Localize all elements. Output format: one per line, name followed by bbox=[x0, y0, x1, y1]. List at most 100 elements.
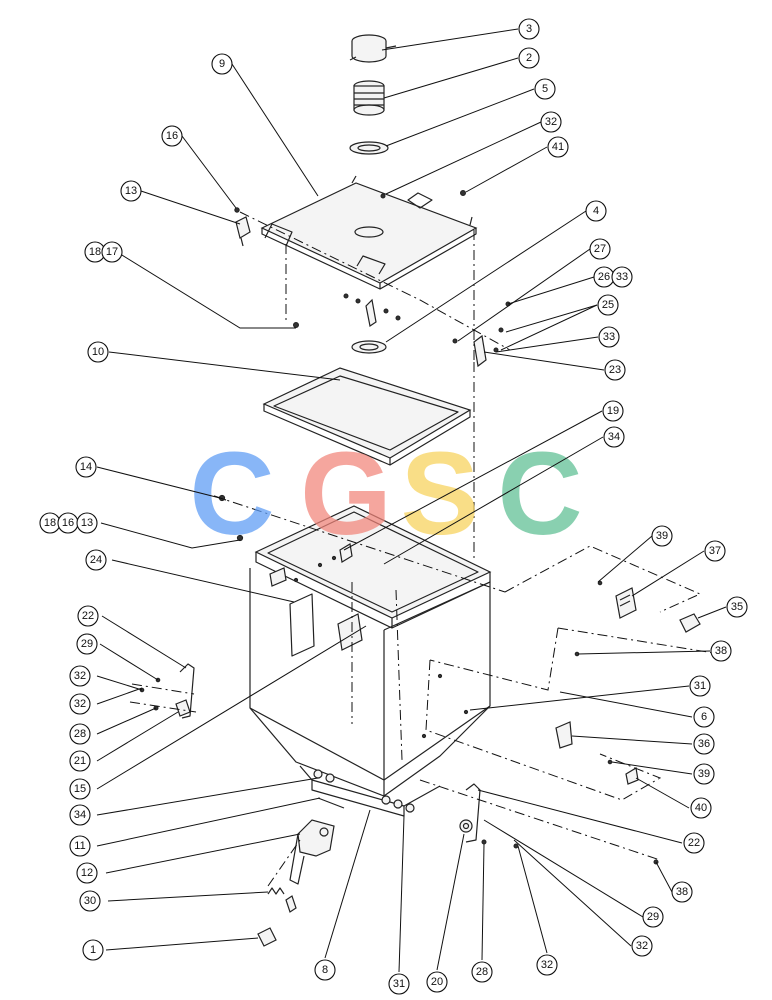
callout-number: 32 bbox=[74, 670, 86, 682]
callout-c40: 40 bbox=[690, 797, 712, 819]
callout-c1: 1 bbox=[82, 939, 104, 961]
part-30-spring bbox=[267, 887, 297, 913]
callout-c12: 12 bbox=[76, 862, 98, 884]
callout-c25: 25 bbox=[597, 294, 619, 316]
callout-circle bbox=[82, 939, 104, 961]
callout-c41: 41 bbox=[547, 136, 569, 158]
callout-circle bbox=[726, 596, 748, 618]
callout-number: 40 bbox=[695, 802, 707, 814]
callout-circle bbox=[77, 605, 99, 627]
callout-circle bbox=[589, 238, 611, 260]
callout-number: 32 bbox=[545, 116, 557, 128]
callout-number: 6 bbox=[701, 711, 707, 723]
callout-circle bbox=[651, 525, 673, 547]
callout-c13b: 13 bbox=[76, 512, 98, 534]
part-41-nut bbox=[460, 190, 466, 196]
callout-circle bbox=[69, 804, 91, 826]
callout-c32b: 32 bbox=[69, 665, 91, 687]
part-32-pin-top bbox=[380, 193, 386, 199]
callout-c31a: 31 bbox=[689, 675, 711, 697]
part-1-handle bbox=[257, 927, 277, 947]
callout-number: 3 bbox=[526, 23, 532, 35]
part-11-rod bbox=[317, 797, 345, 809]
callout-number: 11 bbox=[74, 840, 85, 852]
callout-number: 21 bbox=[74, 755, 86, 767]
assembly-lines bbox=[129, 211, 721, 887]
callout-number: 4 bbox=[593, 205, 599, 217]
callout-c18b: 18 bbox=[39, 512, 61, 534]
callout-circle bbox=[101, 241, 123, 263]
callout-number: 34 bbox=[608, 431, 620, 443]
part-4-ring bbox=[351, 340, 387, 354]
callout-c33b: 33 bbox=[598, 326, 620, 348]
callout-c6: 6 bbox=[693, 706, 715, 728]
callout-circle bbox=[602, 400, 624, 422]
callout-circle bbox=[547, 136, 569, 158]
callout-c35: 35 bbox=[726, 596, 748, 618]
callout-number: 32 bbox=[74, 698, 86, 710]
callout-circle bbox=[426, 971, 448, 993]
watermark-letter-3: S bbox=[401, 428, 480, 560]
part-19-bracket bbox=[339, 543, 353, 563]
callout-circle bbox=[76, 512, 98, 534]
callout-c22b: 22 bbox=[683, 832, 705, 854]
part-28-pin-right bbox=[481, 839, 487, 845]
callout-c32c: 32 bbox=[69, 693, 91, 715]
callout-number: 13 bbox=[81, 517, 93, 529]
callout-number: 9 bbox=[219, 58, 225, 70]
part-40-bracket bbox=[607, 759, 639, 785]
callout-c5: 5 bbox=[534, 78, 556, 100]
part-35-knob bbox=[679, 613, 701, 633]
callout-circle bbox=[603, 426, 625, 448]
callout-number: 23 bbox=[609, 364, 621, 376]
callout-c10: 10 bbox=[87, 341, 109, 363]
callout-circle bbox=[69, 778, 91, 800]
callout-number: 39 bbox=[656, 530, 668, 542]
callout-c22a: 22 bbox=[77, 605, 99, 627]
callout-number: 38 bbox=[715, 645, 727, 657]
callout-circle bbox=[689, 675, 711, 697]
callout-circle bbox=[161, 125, 183, 147]
callout-circle bbox=[693, 733, 715, 755]
callout-number: 5 bbox=[542, 83, 548, 95]
callout-circle bbox=[211, 53, 233, 75]
callout-number: 28 bbox=[476, 966, 488, 978]
callout-circle bbox=[704, 540, 726, 562]
callout-c23: 23 bbox=[604, 359, 626, 381]
part-17-washer-top bbox=[293, 322, 299, 328]
callout-circle bbox=[585, 200, 607, 222]
callout-c20: 20 bbox=[426, 971, 448, 993]
callout-number: 24 bbox=[90, 554, 102, 566]
leader-lines bbox=[96, 28, 727, 973]
callout-c33a: 33 bbox=[611, 266, 633, 288]
callout-circle bbox=[693, 763, 715, 785]
callout-c28a: 28 bbox=[69, 723, 91, 745]
callout-c4: 4 bbox=[585, 200, 607, 222]
callout-c2: 2 bbox=[518, 47, 540, 69]
watermark-letter-2: G bbox=[300, 428, 392, 560]
part-36-clip bbox=[555, 721, 573, 749]
callout-number: 10 bbox=[92, 346, 104, 358]
callout-number: 34 bbox=[74, 809, 86, 821]
callout-c24: 24 bbox=[85, 549, 107, 571]
part-37-latch bbox=[615, 587, 637, 619]
callout-c32d: 32 bbox=[631, 935, 653, 957]
callout-number: 29 bbox=[647, 911, 659, 923]
callout-circle bbox=[76, 633, 98, 655]
callout-circle bbox=[69, 750, 91, 772]
parts-drawing bbox=[139, 34, 701, 947]
callout-number: 32 bbox=[636, 940, 648, 952]
part-5-gasket bbox=[349, 141, 389, 155]
callout-c31b: 31 bbox=[388, 973, 410, 995]
hopper-body bbox=[249, 505, 492, 817]
callout-c38b: 38 bbox=[671, 881, 693, 903]
callout-c36: 36 bbox=[693, 733, 715, 755]
callout-circle bbox=[534, 78, 556, 100]
callout-circle bbox=[604, 359, 626, 381]
callout-c38a: 38 bbox=[710, 640, 732, 662]
part-16-screw-top bbox=[234, 207, 240, 213]
callout-number: 31 bbox=[694, 680, 706, 692]
callout-circle bbox=[85, 549, 107, 571]
callout-c14: 14 bbox=[75, 456, 97, 478]
callout-number: 36 bbox=[698, 738, 710, 750]
